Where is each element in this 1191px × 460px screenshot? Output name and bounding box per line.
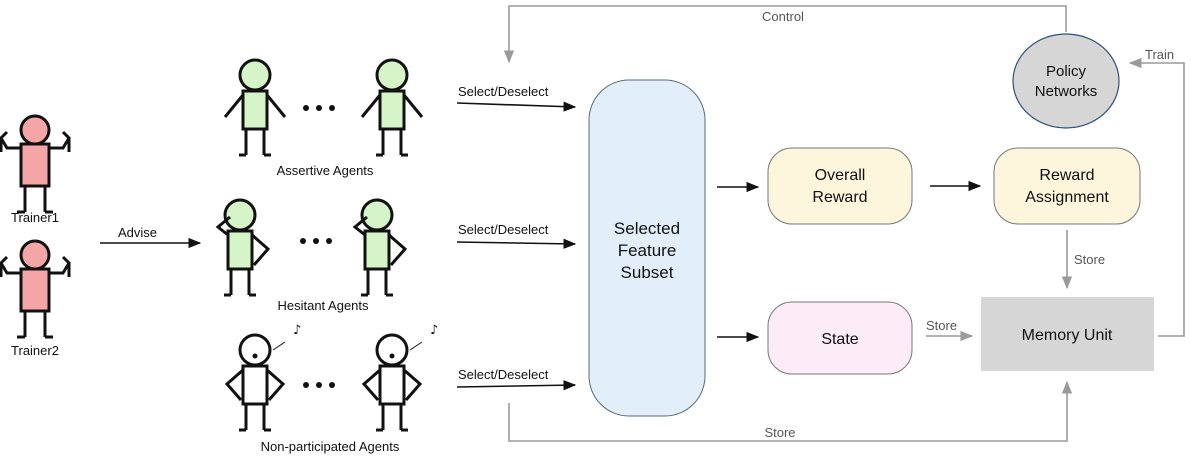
store-label-state: Store (926, 318, 957, 333)
trainer2-figure (0, 239, 71, 339)
idle-ellipsis (303, 382, 335, 388)
store-arrow-bottom (508, 380, 1073, 442)
hesitant-agent-2 (353, 198, 407, 297)
select-arrow-assertive (456, 101, 577, 112)
train-arrow (1128, 57, 1185, 337)
hesitant-ellipsis (300, 238, 332, 244)
assertive-ellipsis (303, 105, 335, 111)
trainer2-label: Trainer2 (11, 343, 59, 358)
idle-agent-1 (225, 321, 303, 432)
control-arrow (503, 5, 1067, 64)
feature-subset-line1: Selected (614, 219, 680, 238)
policy-networks-line1: Policy (1046, 63, 1087, 80)
state-label: State (821, 331, 858, 348)
trainer1-figure (0, 114, 71, 214)
feature-subset-line2: Feature (618, 241, 677, 260)
overall-reward-box (767, 147, 913, 225)
assertive-agent-1 (223, 58, 287, 157)
store-label-bottom: Store (764, 425, 795, 440)
state-box (767, 301, 913, 375)
train-label: Train (1145, 47, 1174, 62)
advise-label: Advise (118, 225, 157, 240)
select-arrow-hesitant (456, 238, 577, 249)
memory-unit-label: Memory Unit (1022, 327, 1113, 344)
reward-assignment-line2: Assignment (1025, 189, 1109, 206)
reward-assignment-line1: Reward (1039, 167, 1094, 184)
trainer1-label: Trainer1 (11, 210, 59, 225)
policy-networks-node (1012, 33, 1120, 129)
selected-feature-subset-box (588, 79, 706, 417)
policy-networks-line2: Networks (1035, 83, 1098, 100)
hesitant-agents-label: Hesitant Agents (277, 298, 369, 313)
select-arrow-idle (456, 380, 577, 391)
assertive-agent-2 (360, 58, 424, 157)
overall-reward-line1: Overall (815, 167, 866, 184)
store-label-reward: Store (1074, 252, 1105, 267)
overall-reward-line2: Reward (812, 189, 867, 206)
select-label-hesitant: Select/Deselect (458, 222, 549, 237)
control-label: Control (762, 9, 804, 24)
select-label-idle: Select/Deselect (458, 367, 549, 382)
memory-unit-box (981, 297, 1154, 371)
idle-agent-2 (362, 321, 440, 432)
hesitant-agent-1 (216, 198, 270, 297)
feature-subset-line3: Subset (621, 263, 674, 282)
select-label-assertive: Select/Deselect (458, 84, 549, 99)
assertive-agents-label: Assertive Agents (277, 163, 374, 178)
reward-assignment-box (993, 147, 1141, 225)
non-participated-agents-label: Non-participated Agents (261, 439, 400, 454)
